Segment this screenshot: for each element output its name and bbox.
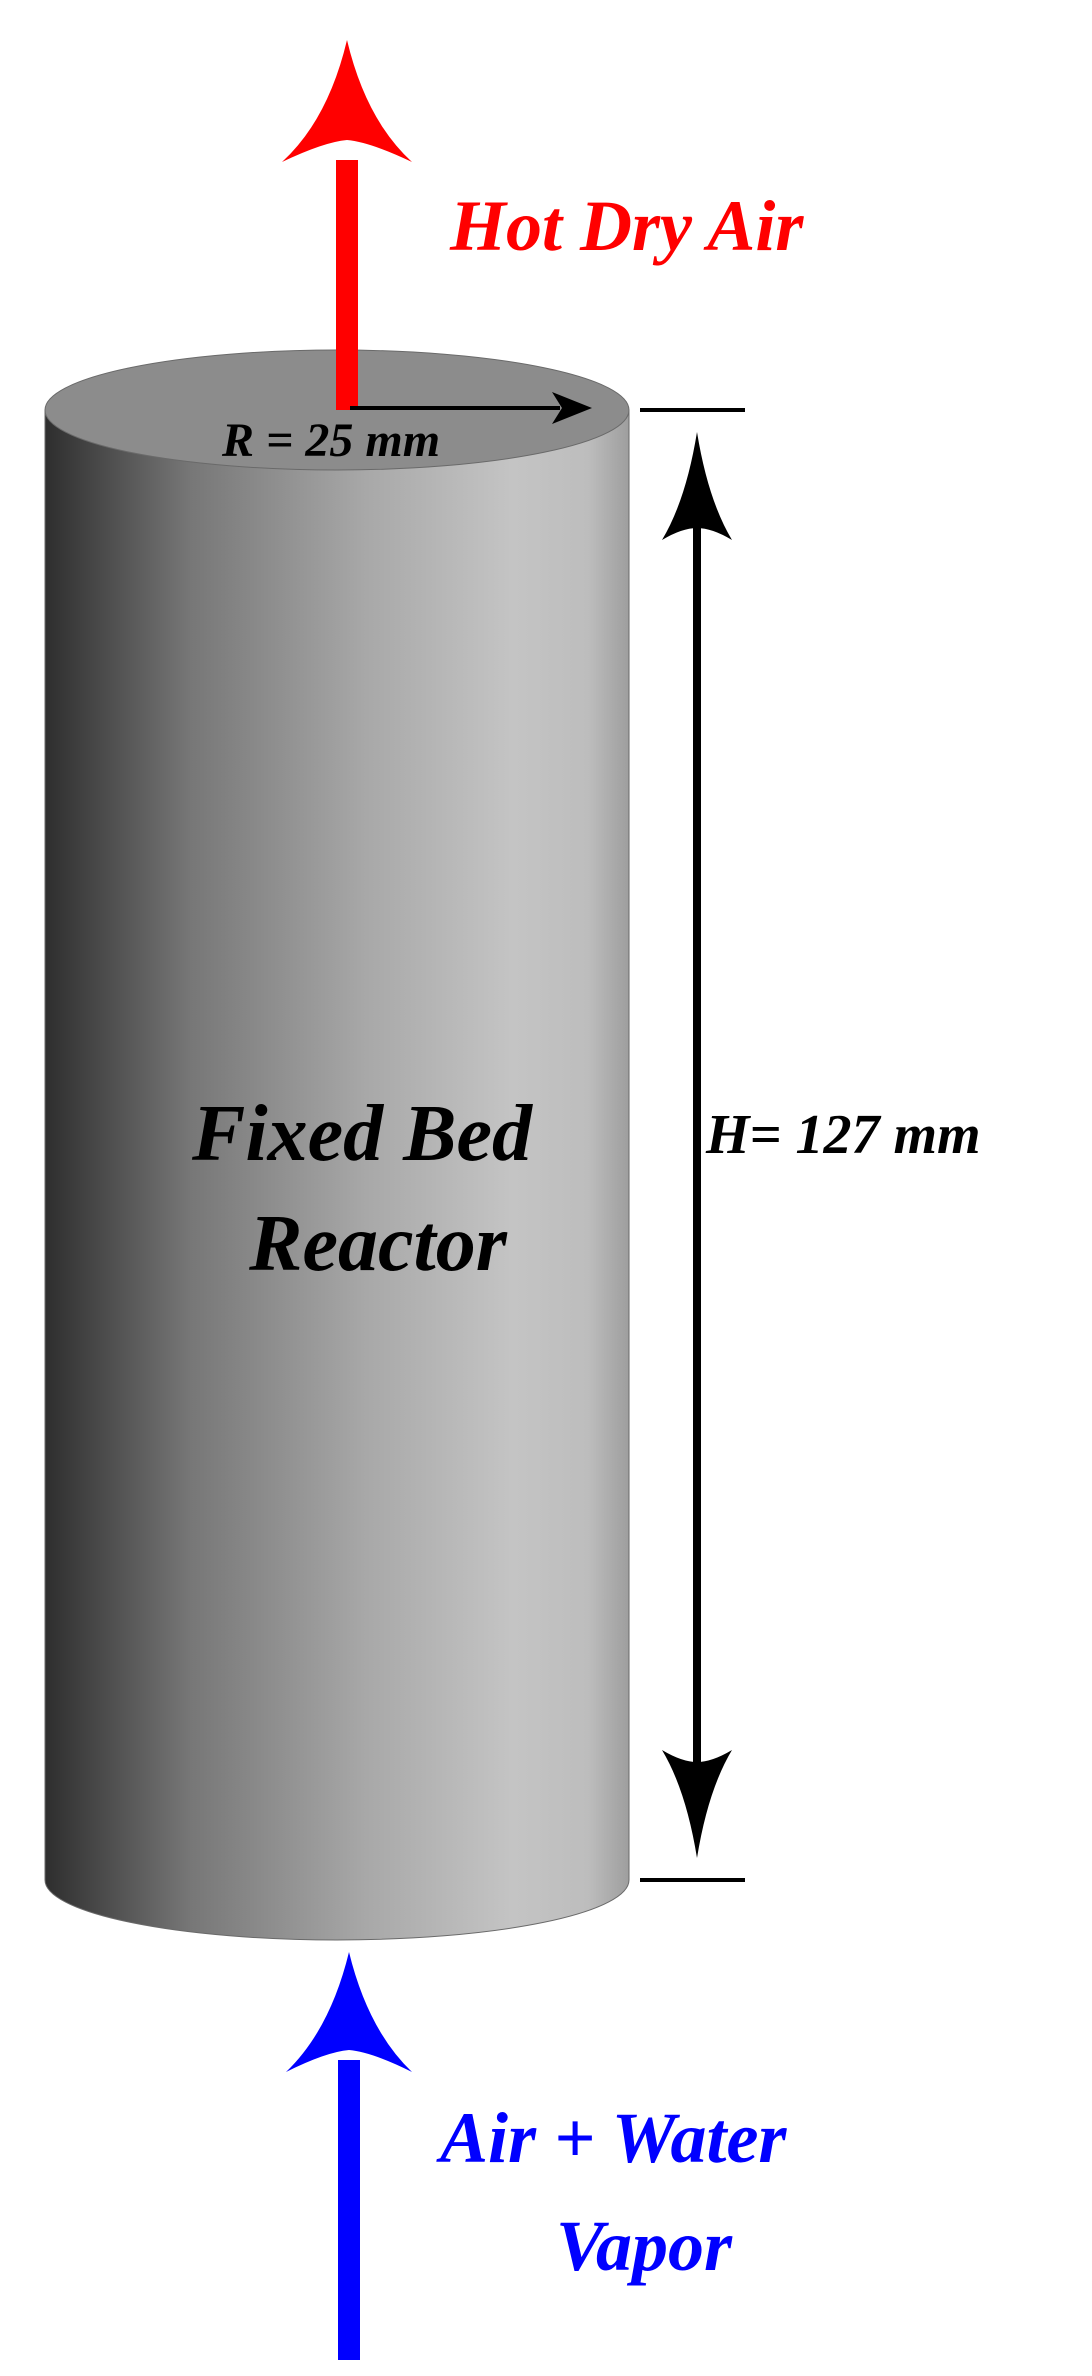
inlet-arrow: [286, 1952, 412, 2360]
reactor-label-line1: Fixed Bed: [191, 1090, 533, 1178]
radius-label: R = 25 mm: [221, 414, 440, 467]
reactor-label-line2: Reactor: [248, 1200, 508, 1288]
radius-arrow: [350, 392, 592, 424]
outlet-arrow: [282, 40, 412, 410]
inlet-label-line1: Air + Water: [436, 2098, 787, 2178]
outlet-label: Hot Dry Air: [449, 186, 804, 266]
reactor-body: [44, 409, 630, 1941]
inlet-label-line2: Vapor: [556, 2206, 733, 2286]
height-dimension-line: [640, 408, 745, 1882]
height-label: H= 127 mm: [705, 1104, 981, 1166]
